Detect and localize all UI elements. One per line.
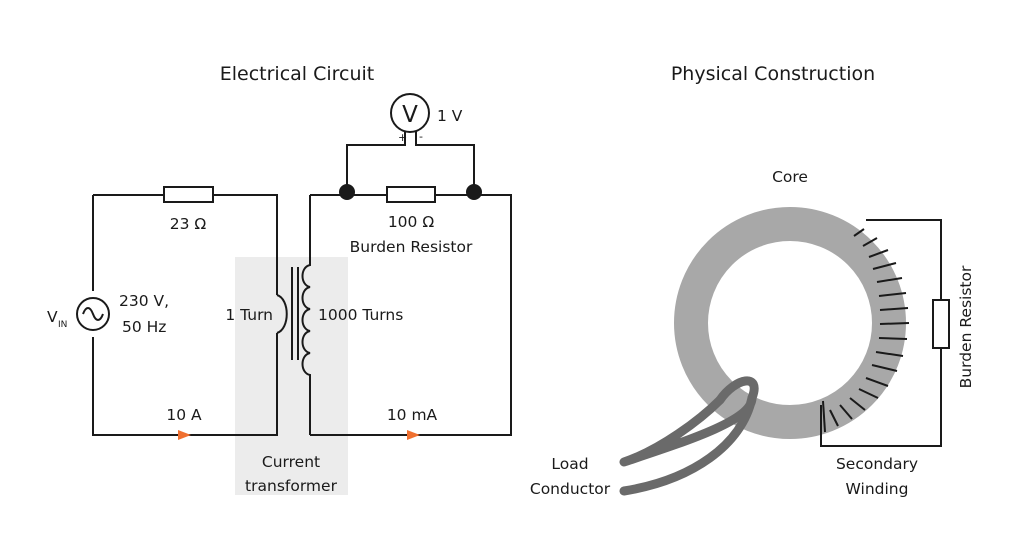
ac-source-icon bbox=[76, 297, 110, 331]
burden-resistor-value: 100 Ω bbox=[388, 213, 435, 231]
load-conductor-label-line1: Load bbox=[551, 455, 588, 473]
secondary-winding-wires bbox=[820, 219, 942, 447]
voltmeter-reading: 1 V bbox=[437, 107, 463, 125]
secondary-turns-label: 1000 Turns bbox=[318, 306, 403, 324]
secondary-current-arrow bbox=[407, 430, 420, 440]
junction-dot-right bbox=[466, 184, 482, 200]
primary-current-label: 10 A bbox=[166, 406, 202, 424]
core-label: Core bbox=[772, 168, 808, 186]
primary-current-arrow bbox=[178, 430, 191, 440]
burden-resistor-physical bbox=[932, 299, 950, 349]
ct-label-line1: Current bbox=[262, 453, 320, 471]
load-conductor-back bbox=[715, 376, 759, 405]
series-resistor bbox=[163, 186, 214, 203]
transformer-core-lines bbox=[291, 267, 299, 360]
load-conductor-front bbox=[619, 393, 757, 496]
primary-turn-label: 1 Turn bbox=[225, 306, 273, 324]
electrical-circuit-title: Electrical Circuit bbox=[220, 63, 375, 85]
physical-construction-title: Physical Construction bbox=[671, 63, 875, 85]
voltmeter-minus: - bbox=[419, 130, 423, 143]
burden-resistor-label: Burden Resistor bbox=[957, 265, 975, 388]
secondary-current-label: 10 mA bbox=[387, 406, 438, 424]
voltmeter-icon bbox=[390, 93, 430, 133]
primary-turn bbox=[276, 294, 288, 334]
secondary-winding-label-line2: Winding bbox=[846, 480, 909, 498]
secondary-winding-coil bbox=[822, 228, 910, 433]
series-resistor-value: 23 Ω bbox=[170, 215, 207, 233]
source-subscript: IN bbox=[58, 320, 67, 330]
source-symbol: V bbox=[47, 308, 58, 326]
burden-resistor-name: Burden Resistor bbox=[350, 238, 473, 256]
load-conductor-label-line2: Conductor bbox=[530, 480, 611, 498]
burden-resistor bbox=[386, 186, 436, 203]
secondary-winding-label-line1: Secondary bbox=[836, 455, 918, 473]
voltmeter-plus: + bbox=[398, 131, 407, 144]
junction-dot-left bbox=[339, 184, 355, 200]
voltmeter-symbol: V bbox=[402, 102, 418, 128]
ct-label-line2: transformer bbox=[245, 477, 338, 495]
source-voltage: 230 V, bbox=[119, 292, 169, 310]
secondary-coil bbox=[301, 195, 311, 435]
source-frequency: 50 Hz bbox=[122, 318, 166, 336]
